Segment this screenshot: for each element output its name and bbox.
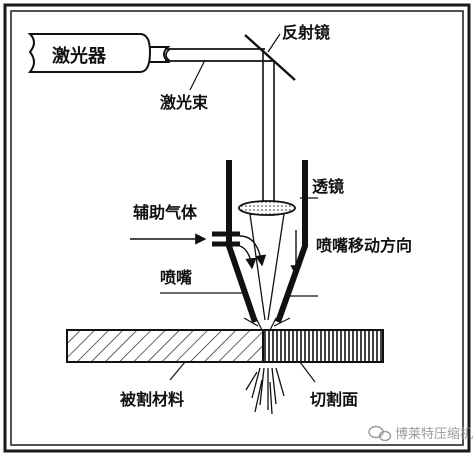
inner-frame	[10, 10, 464, 446]
cut-face-label: 切割面	[310, 390, 358, 409]
beam-leader	[189, 59, 206, 91]
move-direction-label: 喷嘴移动方向	[316, 236, 412, 255]
mirror-leader	[267, 33, 281, 53]
lens-label: 透镜	[312, 177, 344, 196]
laser-source	[27, 33, 152, 73]
material-leader	[169, 361, 186, 381]
beam-tube-end	[165, 48, 171, 62]
material-label: 被割材料	[120, 390, 184, 409]
outer-frame	[3, 3, 471, 453]
tip-sparks	[243, 317, 291, 331]
assist-gas-label: 辅助气体	[133, 203, 198, 222]
nozzle-left-wall	[226, 160, 258, 323]
nozzle-label: 喷嘴	[160, 268, 192, 287]
beam-label: 激光束	[160, 93, 209, 112]
workpiece-uncut	[66, 329, 264, 363]
focus-ray-left	[249, 213, 266, 321]
gas-flow-curve-1	[239, 235, 267, 267]
nozzle-right-wall	[275, 160, 308, 324]
gas-flow-curve-2	[239, 245, 257, 270]
watermark-text: 博莱特压缩机	[395, 426, 473, 442]
lens	[238, 200, 296, 216]
workpiece-cut	[262, 329, 384, 363]
mirror	[244, 34, 296, 81]
cut-face-leader	[299, 361, 316, 383]
falling-debris	[245, 367, 285, 415]
laser-label: 激光器	[52, 45, 107, 67]
mirror-label: 反射镜	[282, 23, 330, 42]
watermark: 博莱特压缩机	[368, 425, 473, 442]
focus-ray-right	[267, 213, 285, 321]
wechat-icon	[368, 425, 392, 442]
beam-coupler	[150, 46, 171, 63]
